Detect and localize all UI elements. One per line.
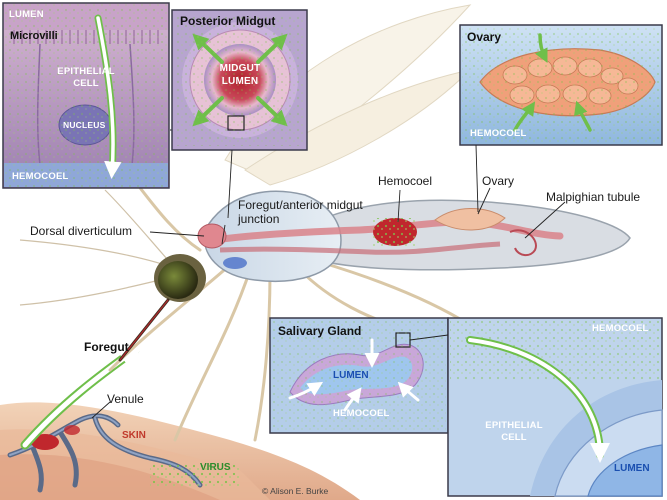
- gland-cell-hemocoel-label: HEMOCOEL: [592, 323, 649, 334]
- panel-posterior-midgut: [171, 9, 308, 151]
- virus-label: VIRUS: [200, 462, 231, 473]
- nucleus-label: NUCLEUS: [63, 120, 106, 130]
- posterior-midgut-title: Posterior Midgut: [180, 14, 276, 28]
- microvilli-label: Microvilli: [10, 30, 58, 42]
- midgut-lumen-label: MIDGUT LUMEN: [219, 63, 261, 87]
- body-ovary: [434, 208, 506, 231]
- blood-pool: [31, 425, 80, 450]
- zoom-connectors: [227, 144, 479, 341]
- ovary-hemocoel-label: HEMOCOEL: [470, 128, 527, 139]
- artist-credit: © Alison E. Burke: [262, 486, 329, 496]
- body-salivary-gland: [223, 257, 247, 269]
- panel-epithelium: [2, 2, 170, 189]
- ovary-label: Ovary: [482, 174, 515, 188]
- hemocoel-label: Hemocoel: [378, 174, 433, 188]
- venule-label: Venule: [107, 392, 144, 406]
- epithelium-lumen-label: LUMEN: [9, 9, 44, 20]
- skin-label: SKIN: [122, 430, 146, 441]
- foregut-midgut-junction-label: Foregut/anterior midgut junction: [238, 198, 363, 226]
- head: [154, 254, 206, 302]
- panel-gland-cell: [447, 317, 663, 497]
- malpighian-tubule: [509, 229, 537, 256]
- salivary-lumen-label: LUMEN: [333, 370, 369, 381]
- epithelium-hemocoel-label: HEMOCOEL: [12, 171, 69, 182]
- salivary-gland-title: Salivary Gland: [278, 324, 362, 338]
- panel-ovary: [459, 24, 663, 146]
- virus-particles-skin: [150, 462, 240, 487]
- dorsal-diverticulum-label: Dorsal diverticulum: [30, 224, 133, 238]
- epithelial-cell-label: EPITHELIAL CELL: [57, 66, 115, 89]
- salivary-hemocoel-label: HEMOCOEL: [333, 408, 390, 419]
- foregut-label: Foregut: [84, 340, 129, 354]
- malpighian-tubule-label: Malpighian tubule: [546, 190, 641, 204]
- gland-epithelial-cell-label: EPITHELIAL CELL: [485, 420, 543, 443]
- panel-salivary-gland: [269, 317, 449, 434]
- ovary-panel-title: Ovary: [467, 30, 502, 44]
- gland-lumen-label: LUMEN: [614, 463, 650, 474]
